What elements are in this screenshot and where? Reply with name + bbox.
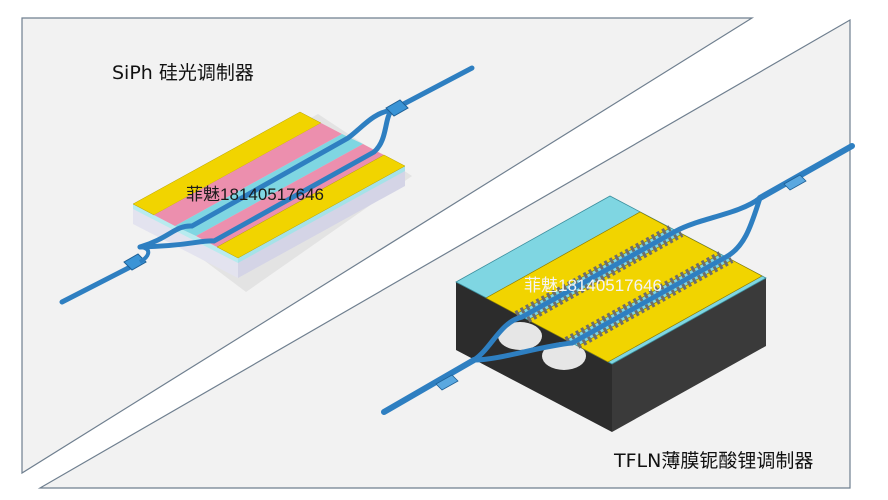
tfln-modulator xyxy=(381,143,855,432)
siph-side-right xyxy=(238,170,405,278)
tfln-electrode-3 xyxy=(577,259,763,363)
siph-silicon-1 xyxy=(154,123,342,226)
tfln-label: TFLN薄膜铌酸锂调制器 xyxy=(614,450,814,472)
watermark-siph: 菲魅18140517646 xyxy=(186,185,325,204)
siph-input-coupler xyxy=(123,253,147,271)
tfln-output-waveguide xyxy=(757,143,855,201)
siph-panel xyxy=(21,17,755,475)
watermark-tfln: 菲魅18140517646 xyxy=(524,276,663,295)
tfln-substrate-front xyxy=(456,282,612,432)
tfln-substrate-right xyxy=(612,278,766,432)
siph-input-waveguide xyxy=(59,259,143,305)
siph-electrode-2 xyxy=(216,154,406,259)
siph-label: SiPh 硅光调制器 xyxy=(112,62,254,84)
tfln-input-waveguide xyxy=(381,357,477,415)
siph-modulator xyxy=(59,65,475,305)
siph-output-coupler xyxy=(385,99,409,117)
siph-output-waveguide xyxy=(393,65,475,111)
